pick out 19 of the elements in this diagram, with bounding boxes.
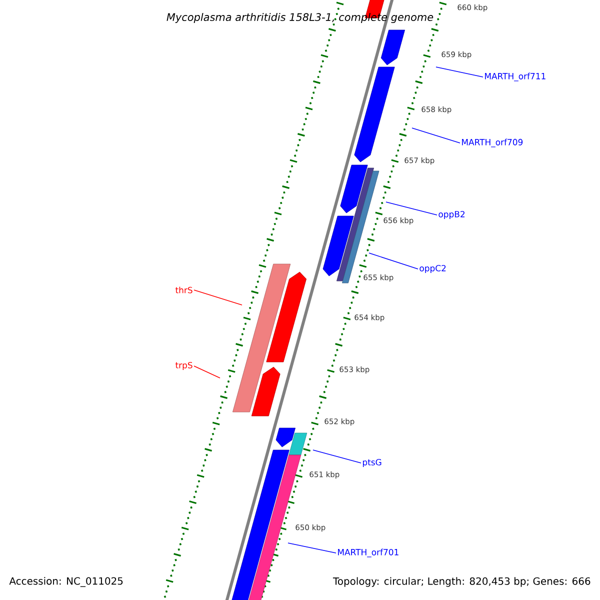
gene-label: trpS (175, 362, 192, 370)
gene-label: oppB2 (438, 210, 464, 220)
leader-line (194, 366, 220, 378)
gene-label: MARTH_orf711 (485, 72, 546, 82)
gene-label: thrS (176, 286, 192, 294)
gene-label: MARTH_orf709 (462, 138, 523, 148)
leader-line (386, 202, 438, 216)
leader-line (368, 252, 418, 270)
leader-line (412, 128, 460, 144)
accession-text: Accession: NC_011025 (9, 577, 123, 587)
leader-line (194, 290, 242, 306)
gene-label: MARTH_orf701 (338, 548, 398, 558)
leader-line (288, 542, 336, 554)
leader-line (436, 66, 484, 78)
title: Mycoplasma arthritidis 158L3-1, complete genome (166, 12, 434, 24)
gene-label: oppC2 (420, 264, 446, 274)
genome-info-text: Topology: circular; Length: 820,453 bp; Genes: 666 (332, 577, 590, 587)
leader-line (312, 450, 362, 464)
gene-label: ptsG (362, 458, 382, 468)
